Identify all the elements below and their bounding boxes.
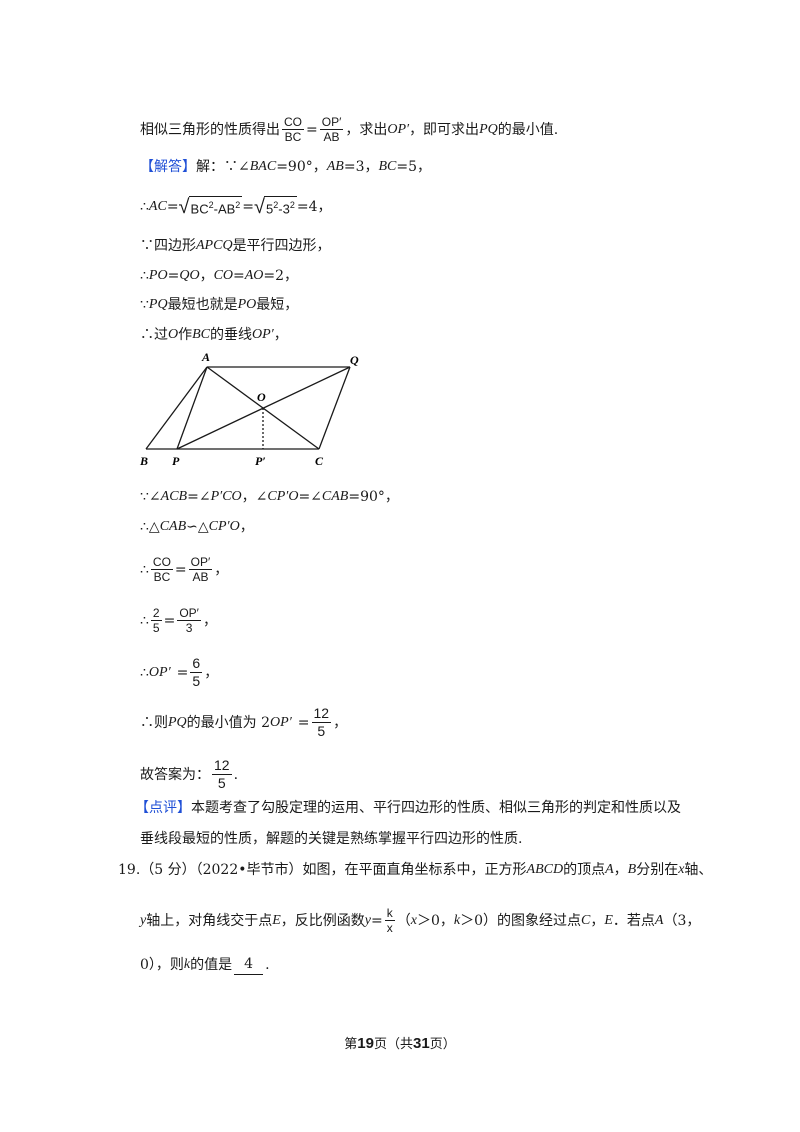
answer-line: 【解答】 解：∵∠ BAC =90°， AB =3， BC =5， bbox=[140, 159, 432, 175]
q19-line-1: 19.（5 分）（2022•毕节市）如图，在平面直角坐标系中，正方形 ABCD … bbox=[118, 862, 713, 878]
segment-b-a bbox=[145, 366, 208, 450]
segment-a-p bbox=[176, 366, 208, 450]
review-line-1: 【点评】 本题考查了勾股定理的运用、平行四边形的性质、相似三角形的判定和性质以及 bbox=[135, 800, 681, 816]
po-qo-line: ∴ PO = QO ， CO = AO =2， bbox=[140, 268, 299, 284]
sqrt-bc-ab: √BC2-AB2 bbox=[178, 195, 243, 218]
fraction-op-ab: OP′AB bbox=[319, 115, 344, 144]
q19-line-3: 0），则 k 的值是 4 . bbox=[140, 954, 270, 975]
geometry-figure: A Q O B P P′ C bbox=[139, 350, 359, 468]
perpendicular-line: ∴过 O 作 BC 的垂线 OP′ ， bbox=[140, 327, 288, 343]
label-p-prime: P′ bbox=[255, 454, 266, 468]
review-line-2: 垂线段最短的性质，解题的关键是熟练掌握平行四边形的性质. bbox=[140, 831, 523, 847]
similar-line: ∴△ CAB ∽△ CP′ O ， bbox=[140, 519, 254, 535]
label-a: A bbox=[201, 350, 210, 364]
label-o: O bbox=[257, 390, 266, 404]
review-tag: 【点评】 bbox=[135, 800, 191, 816]
shortest-line: ∵ PQ 最短也就是 PO 最短， bbox=[140, 297, 299, 313]
label-q: Q bbox=[350, 353, 359, 367]
segment-q-c bbox=[318, 366, 351, 450]
angle-line: ∵∠ ACB =∠ P′ CO ，∠ CP′ O =∠ CAB =90°， bbox=[140, 489, 399, 505]
label-c: C bbox=[315, 454, 324, 468]
parallelogram-line: ∵四边形 APCQ 是平行四边形， bbox=[140, 238, 331, 254]
answer-tag: 【解答】 bbox=[140, 159, 196, 175]
answer-blank: 4 bbox=[234, 954, 264, 975]
ac-line: ∴ AC = √BC2-AB2 = √52-32 =4， bbox=[140, 195, 332, 218]
sqrt-5-3: √52-32 bbox=[254, 195, 297, 218]
label-p: P bbox=[172, 454, 180, 468]
label-b: B bbox=[139, 454, 148, 468]
page-footer: 第19页（共31页） bbox=[344, 1035, 456, 1052]
